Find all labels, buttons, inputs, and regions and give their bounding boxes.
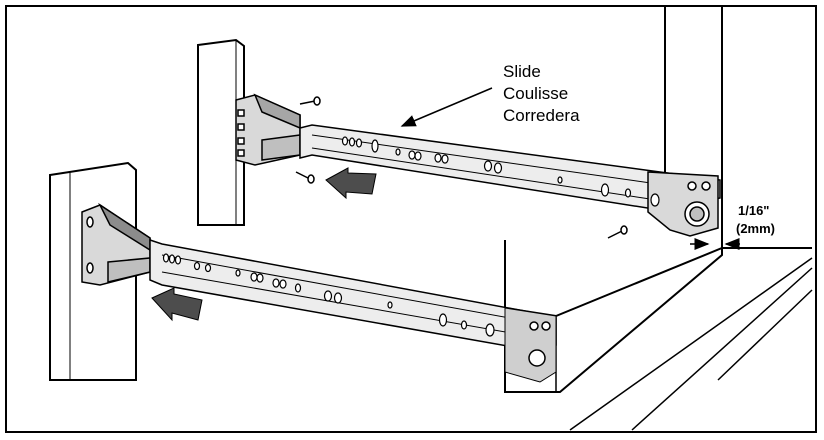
screw-upper-top: [299, 96, 321, 106]
lower-front-bracket: [81, 202, 151, 286]
screw-rail-end: [607, 225, 628, 239]
label-slide-fr: Coulisse: [503, 84, 568, 103]
label-slide-en: Slide: [503, 62, 541, 81]
screw-upper-bottom: [295, 171, 315, 184]
push-arrow-lower-icon: [151, 287, 203, 322]
upper-rear-bracket: [235, 93, 301, 166]
label-slide-es: Corredera: [503, 106, 580, 125]
gap-metric-label: (2mm): [736, 221, 775, 236]
lower-slide-rail: [149, 238, 557, 383]
push-arrow-upper-icon: [325, 167, 377, 200]
gap-fraction-label: 1/16": [738, 203, 769, 218]
lower-rail-holes: [162, 253, 495, 337]
slide-leader-arrow: [400, 87, 493, 127]
cabinet-floor: [569, 257, 813, 431]
upper-rail-holes: [341, 136, 660, 207]
